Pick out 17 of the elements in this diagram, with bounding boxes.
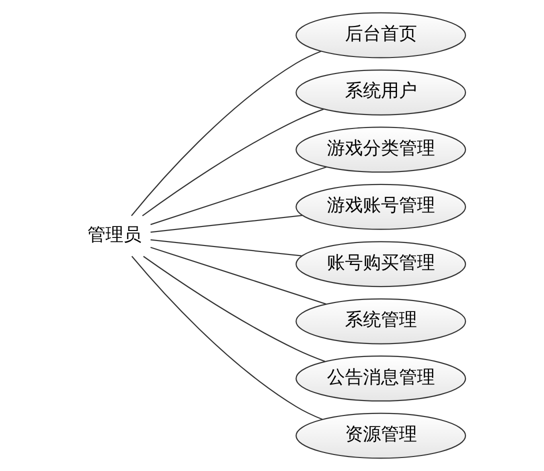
node-ellipse: 系统用户 [296, 69, 466, 116]
node-ellipse: 后台首页 [296, 12, 466, 58]
connector [150, 214, 302, 233]
node-ellipse: 资源管理 [296, 412, 466, 459]
connector [150, 246, 326, 305]
node-ellipse: 游戏账号管理 [296, 184, 466, 230]
connector [143, 256, 326, 362]
connector [150, 166, 327, 226]
node-ellipse: 游戏分类管理 [296, 126, 466, 173]
connector [131, 50, 322, 216]
node-ellipse: 系统管理 [296, 298, 466, 344]
node-ellipse: 账号购买管理 [296, 241, 466, 288]
node-ellipse: 公告消息管理 [296, 356, 466, 402]
connector [131, 256, 323, 420]
connector [150, 239, 302, 256]
connector [142, 108, 324, 216]
node-text: 管理员 [87, 224, 142, 246]
